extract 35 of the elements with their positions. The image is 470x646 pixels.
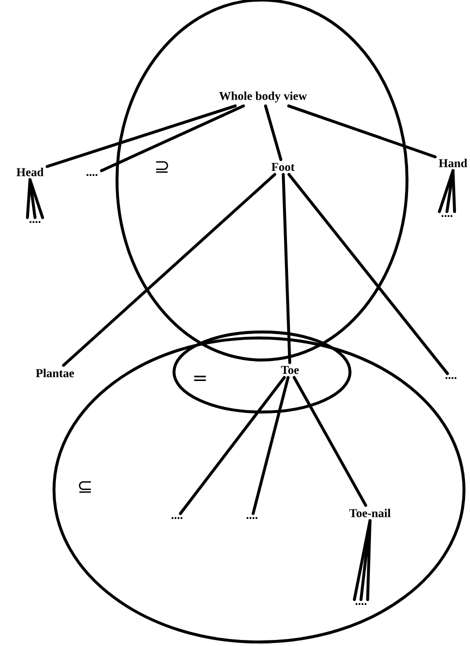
node-label: Hand — [438, 158, 468, 168]
line — [46, 104, 237, 168]
line — [366, 519, 372, 602]
line — [360, 519, 372, 602]
line — [252, 376, 290, 516]
line — [287, 104, 437, 158]
node-label: .... — [86, 174, 98, 176]
set-symbol: ⊆ — [78, 481, 91, 493]
line — [352, 519, 372, 602]
node-label: .... — [356, 603, 366, 605]
node-label: .... — [446, 377, 456, 379]
line — [264, 104, 282, 162]
line — [62, 172, 276, 367]
line — [28, 178, 44, 220]
node-label: Foot — [272, 163, 295, 171]
line — [452, 169, 456, 214]
line — [28, 178, 36, 220]
node-label: Toe-nail — [349, 508, 391, 518]
node-label: Toe — [281, 366, 299, 374]
node-label: .... — [246, 517, 258, 519]
node-label: Whole body view — [219, 92, 307, 102]
line — [282, 172, 292, 364]
node-label: .... — [30, 221, 40, 223]
node-label: Plantae — [36, 368, 74, 378]
set-symbol: = — [194, 376, 206, 382]
line — [446, 169, 454, 214]
set-symbol: ⊇ — [156, 161, 168, 173]
node-label: .... — [442, 215, 452, 217]
line — [438, 169, 454, 214]
node-label: Head — [16, 168, 44, 176]
line — [100, 104, 245, 172]
node-label: .... — [172, 517, 182, 519]
line — [287, 172, 449, 376]
line — [292, 376, 368, 507]
line — [178, 376, 286, 516]
